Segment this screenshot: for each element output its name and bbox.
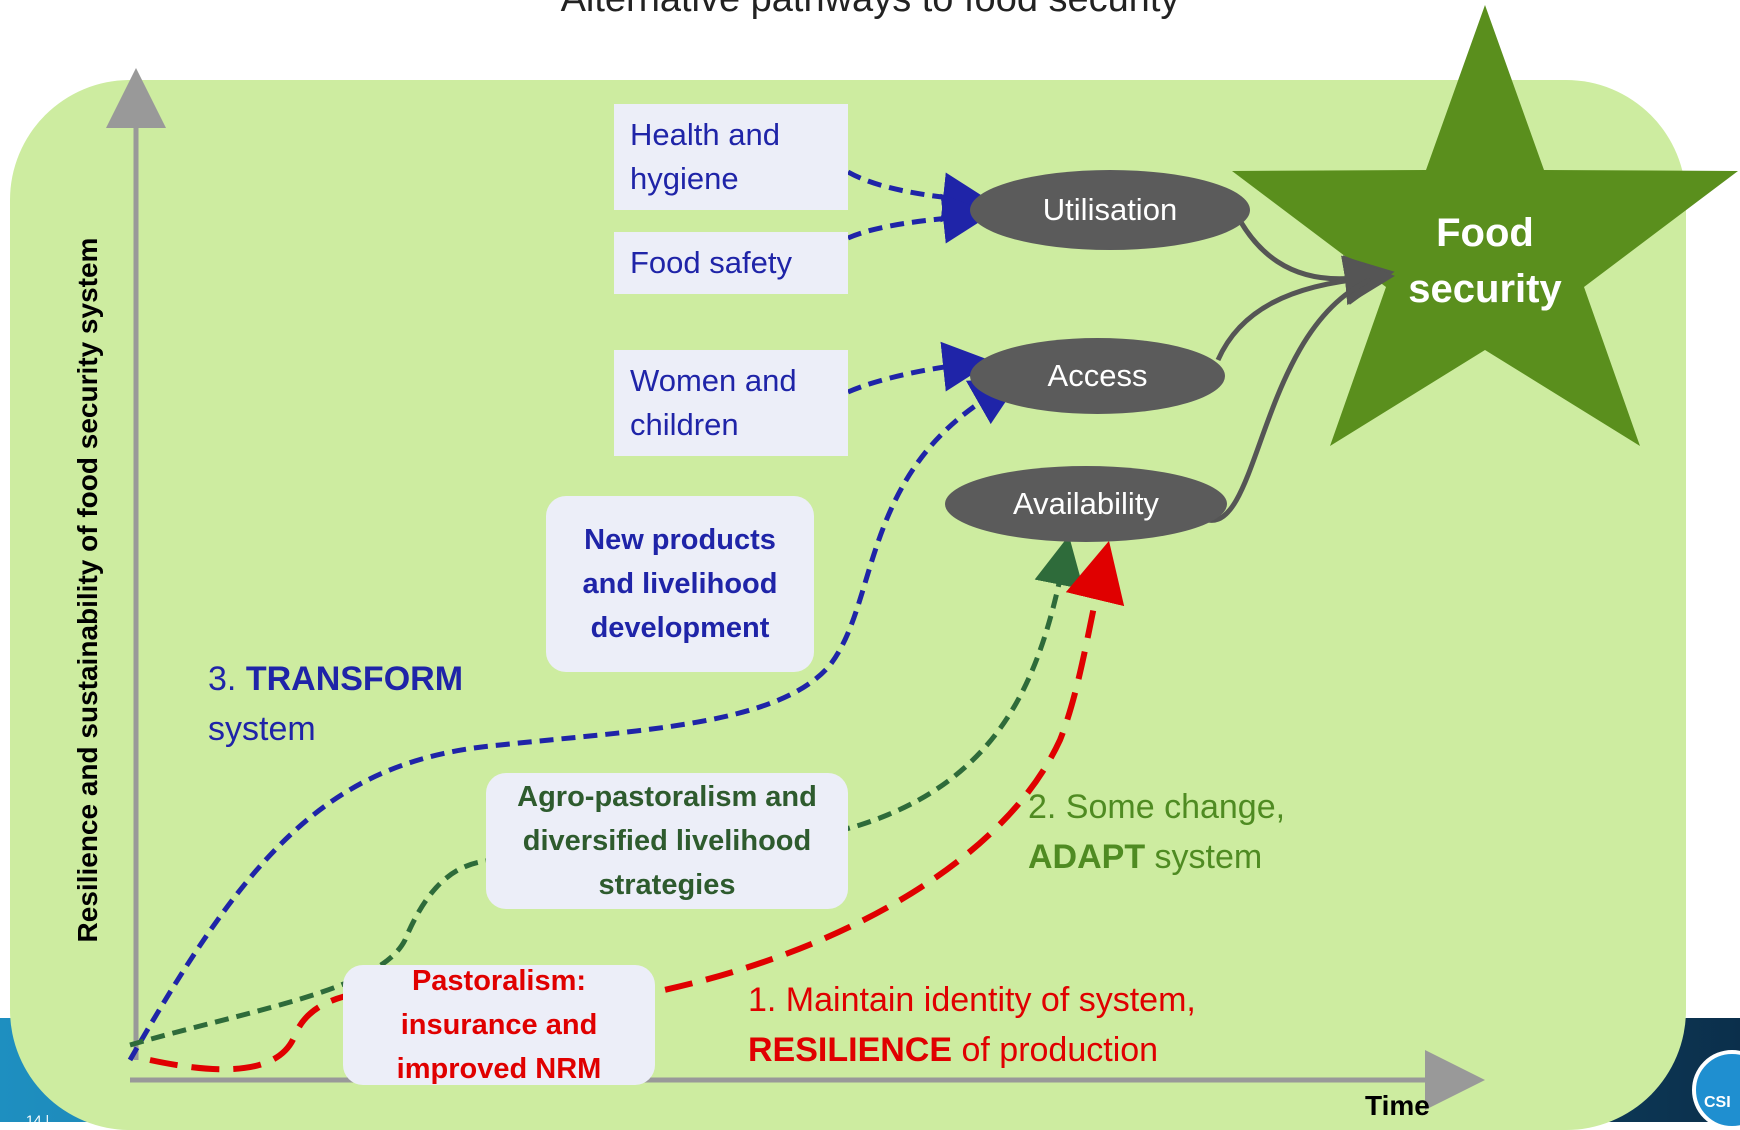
pastoralism-label: Pastoralism: insurance and improved NRM	[396, 965, 602, 1085]
adapt-prefix: 2. Some change,	[1028, 788, 1286, 826]
health-hygiene-label: Health and hygiene	[630, 117, 780, 196]
food-security-label: Food security	[1408, 211, 1562, 311]
health-to-utilisation-arrow	[846, 169, 993, 223]
resilience-pathway	[149, 540, 1125, 1073]
food-security-star	[1232, 5, 1738, 446]
pastoralism-box: Pastoralism: insurance and improved NRM	[343, 965, 655, 1085]
food-safety-box: Food safety	[614, 232, 848, 294]
food-safety-to-utilisation-arrow	[846, 193, 993, 244]
adapt-label: 2. Some change, ADAPT system	[1028, 782, 1368, 882]
adapt-keyword: ADAPT	[1028, 838, 1146, 876]
access-oval: Access	[970, 338, 1225, 414]
transform-suffix: system	[208, 710, 316, 748]
transform-prefix: 3.	[208, 660, 246, 698]
logo-text: CSI	[1704, 1094, 1731, 1111]
agro-pastoralism-box: Agro-pastoralism and diversified livelih…	[486, 773, 848, 909]
resilience-label: 1. Maintain identity of system, RESILIEN…	[748, 975, 1308, 1075]
resilience-suffix: of production	[952, 1031, 1159, 1069]
availability-oval: Availability	[945, 466, 1227, 542]
utilisation-label: Utilisation	[1042, 192, 1178, 227]
health-hygiene-box: Health and hygiene	[614, 104, 848, 210]
women-children-label: Women and children	[630, 363, 797, 442]
access-to-star-connector	[1215, 255, 1395, 362]
women-to-access-arrow	[846, 341, 993, 395]
resilience-keyword: RESILIENCE	[748, 1031, 953, 1069]
transform-keyword: TRANSFORM	[245, 660, 464, 698]
women-children-box: Women and children	[614, 350, 848, 456]
new-products-box: New products and livelihood development	[546, 496, 814, 672]
access-label: Access	[1047, 358, 1148, 393]
transform-label: 3. TRANSFORM system	[208, 654, 508, 754]
adapt-suffix: system	[1145, 838, 1263, 876]
new-products-label: New products and livelihood development	[582, 524, 778, 644]
y-axis-label: Resilience and sustainability of food se…	[72, 237, 103, 943]
transform-pathway	[127, 377, 1022, 1062]
page-title: Alternative pathways to food security	[0, 0, 1740, 21]
utilisation-oval: Utilisation	[970, 170, 1250, 250]
agro-pastoralism-label: Agro-pastoralism and diversified livelih…	[517, 781, 817, 901]
x-axis-label: Time	[1365, 1090, 1430, 1121]
resilience-prefix: 1. Maintain identity of system,	[748, 981, 1196, 1019]
availability-label: Availability	[1013, 486, 1159, 521]
availability-to-star-connector	[1207, 277, 1372, 523]
food-safety-label: Food safety	[630, 245, 792, 280]
